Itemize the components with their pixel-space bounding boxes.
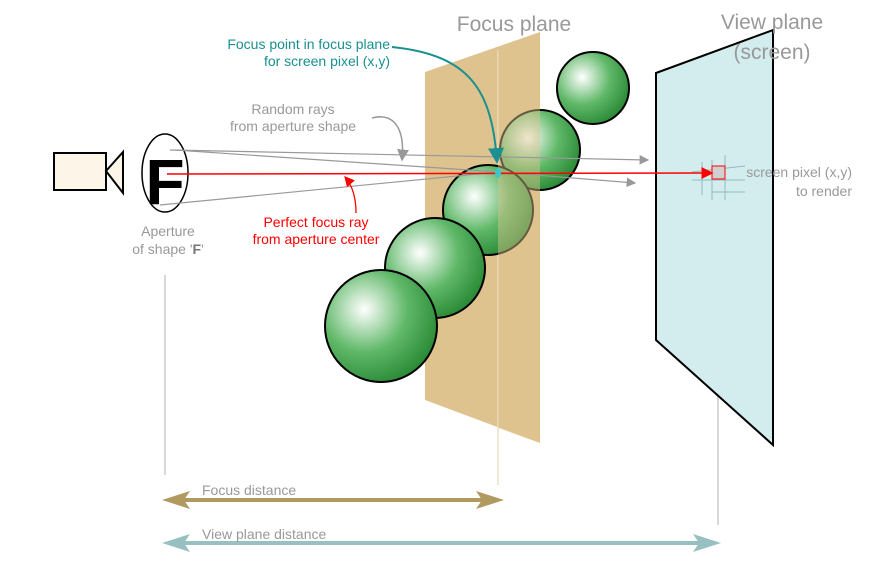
focus-plane-label: Focus plane (457, 13, 571, 36)
aperture-label-2: of shape 'F' (132, 241, 204, 257)
sphere (324, 269, 438, 383)
perfect-focus-ray (166, 167, 714, 180)
sphere (556, 51, 630, 125)
random-rays-label: Random rays (251, 101, 334, 117)
focus-distance-arrow (162, 491, 504, 509)
aperture-ellipse (141, 133, 189, 213)
random-ray (159, 171, 499, 206)
view-plane-distance-arrow (162, 534, 721, 552)
focus-distance-label: Focus distance (202, 482, 296, 498)
view-plane-label-2: (screen) (733, 41, 810, 64)
screen-pixel-label: screen pixel (x,y) (746, 164, 852, 180)
view-plane-distance-label: View plane distance (202, 526, 326, 542)
focus-point-label: Focus point in focus plane (227, 36, 390, 52)
focus-point-callout-arrow (391, 46, 505, 164)
screen-pixel (711, 165, 726, 180)
aperture-letter: F (145, 146, 184, 218)
view-plane (655, 28, 774, 448)
camera-body (53, 152, 107, 191)
random-rays-callout-arrow (371, 116, 410, 162)
random-rays-label-2: from aperture shape (230, 118, 356, 134)
perfect-ray-callout-arrow (344, 176, 357, 214)
screen-pixel-label-2: to render (796, 183, 852, 199)
perfect-ray-label: Perfect focus ray (263, 214, 368, 230)
aperture-label: Aperture (141, 223, 195, 239)
camera-lens (104, 149, 124, 196)
perfect-ray-label-2: from aperture center (253, 231, 380, 247)
focus-point-label-2: for screen pixel (x,y) (264, 53, 390, 69)
view-plane-label: View plane (721, 11, 823, 34)
spheres (324, 51, 630, 383)
random-ray (174, 149, 499, 173)
focus-point (495, 168, 501, 178)
